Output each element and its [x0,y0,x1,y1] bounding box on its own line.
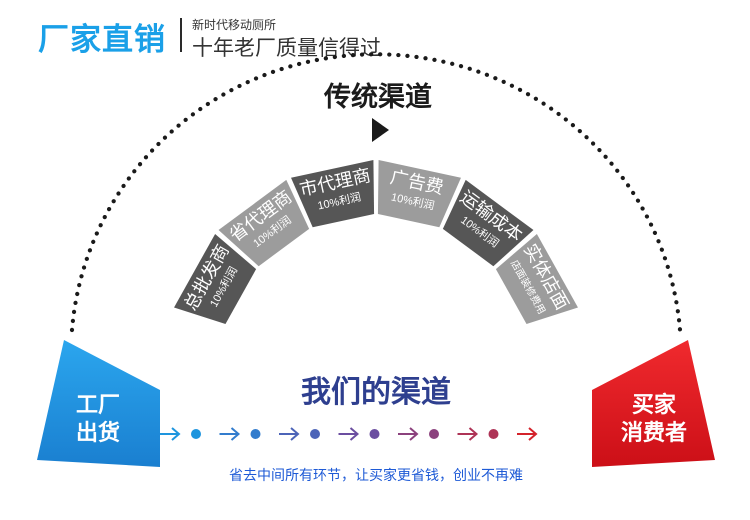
flow-dot [429,429,439,439]
flow-arrowhead-icon [230,427,241,441]
brand-subtitle-small: 新时代移动厕所 [192,18,277,32]
segment-block [291,160,375,228]
flow-dot [310,429,320,439]
segment-block [442,179,534,267]
traditional-channel-segments: 总批发商10%利润省代理商10%利润市代理商10%利润广告费10%利润运输成本1… [174,160,578,324]
brand-divider [180,18,182,52]
source-label-line2: 出货 [76,420,120,445]
destination-label-line2: 消费者 [621,420,687,445]
flow-arrowhead-icon [468,427,479,441]
flow-dot [191,429,201,439]
consumer-destination-block: 买家 消费者 [592,340,715,467]
flow-arrowhead-icon [290,427,300,441]
destination-label-line1: 买家 [632,392,677,417]
factory-source-block: 工厂 出货 [37,340,160,467]
our-channel-title: 我们的渠道 [301,376,451,409]
traditional-channel-dotted-arc [69,52,683,333]
brand-title: 厂家直销 [38,22,166,57]
direct-channel-flow [160,427,538,441]
brand-subtitle-large: 十年老厂质量信得过 [192,37,381,60]
flow-dot [369,429,380,439]
segment-block [495,233,578,324]
segment-block [218,179,310,267]
segment-block [174,233,257,324]
arc-arrowhead-icon [372,118,389,142]
flow-arrowhead-icon [528,427,538,441]
flow-arrowhead-icon [409,427,419,441]
flow-arrowhead-icon [349,427,360,441]
flow-arrowhead-icon [171,427,181,441]
flow-dot [488,429,499,439]
segment-block [377,160,461,228]
traditional-channel-title: 传统渠道 [323,81,432,112]
flow-dot [250,429,261,439]
source-label-line1: 工厂 [76,392,120,417]
our-channel-caption: 省去中间所有环节，让买家更省钱，创业不再难 [229,467,523,483]
